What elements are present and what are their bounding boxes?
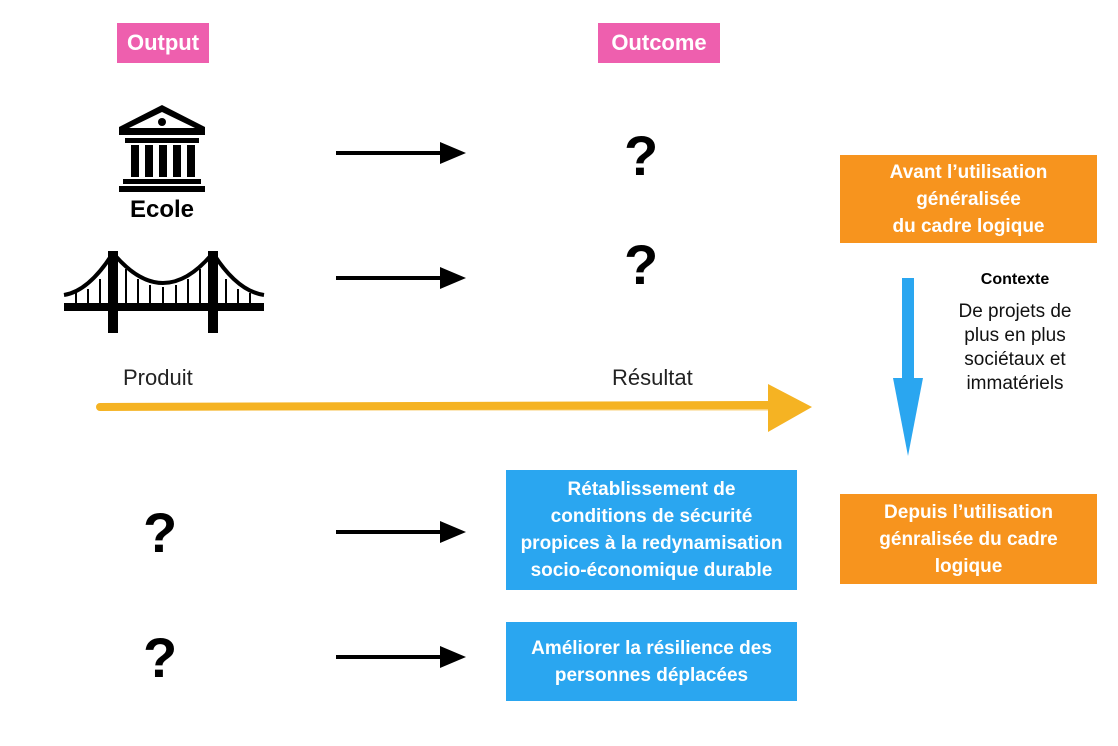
unknown-output-mark-2: ?: [143, 626, 178, 689]
school-label: Ecole: [129, 196, 195, 223]
context-description: De projets de plus en plus sociétaux et …: [945, 300, 1085, 396]
outcome-box-security-line: conditions de sécurité: [550, 506, 753, 527]
output-to-outcome-arrow-3: [336, 521, 466, 543]
school-building-icon: [119, 105, 205, 192]
after-logframe-box: Depuis l’utilisation génralisée du cadre…: [840, 494, 1097, 584]
outcome-box-security-line: Rétablissement de: [567, 479, 736, 500]
produit-label: Produit: [123, 365, 193, 390]
context-title: Contexte: [980, 271, 1050, 288]
outcome-box-security: Rétablissement de conditions de sécurité…: [506, 470, 797, 590]
output-header: Output: [117, 23, 209, 63]
context-line: De projets de: [958, 301, 1072, 322]
after-logframe-line: génralisée du cadre: [879, 528, 1058, 550]
outcome-box-resilience: Améliorer la résilience des personnes dé…: [506, 622, 797, 701]
outcome-box-security-line: propices à la redynamisation: [520, 533, 783, 554]
unknown-outcome-mark-2: ?: [624, 233, 659, 296]
context-line: sociétaux et: [964, 349, 1066, 370]
outcome-box-resilience-line: Améliorer la résilience des: [531, 637, 772, 659]
before-logframe-line: généralisée: [916, 188, 1021, 210]
before-logframe-box: Avant l’utilisation généralisée du cadre…: [840, 155, 1097, 243]
context-line: immatériels: [966, 373, 1064, 394]
produit-to-resultat-arrow: [96, 384, 812, 432]
context-line: plus en plus: [964, 325, 1066, 346]
after-logframe-line: Depuis l’utilisation: [884, 501, 1053, 523]
output-to-outcome-arrow-4: [336, 646, 466, 668]
before-logframe-line: du cadre logique: [892, 215, 1045, 237]
output-to-outcome-arrow-1: [336, 142, 466, 164]
after-logframe-line: logique: [934, 555, 1003, 577]
unknown-outcome-mark-1: ?: [624, 124, 659, 187]
outcome-box-resilience-line: personnes déplacées: [554, 664, 749, 686]
output-to-outcome-arrow-2: [336, 267, 466, 289]
resultat-label: Résultat: [612, 365, 693, 390]
suspension-bridge-icon: [63, 251, 265, 333]
outcome-box-security-line: socio-économique durable: [530, 560, 773, 581]
before-logframe-line: Avant l’utilisation: [889, 161, 1048, 183]
time-down-arrow: [893, 278, 923, 456]
outcome-header: Outcome: [598, 23, 720, 63]
unknown-output-mark-1: ?: [143, 501, 178, 564]
